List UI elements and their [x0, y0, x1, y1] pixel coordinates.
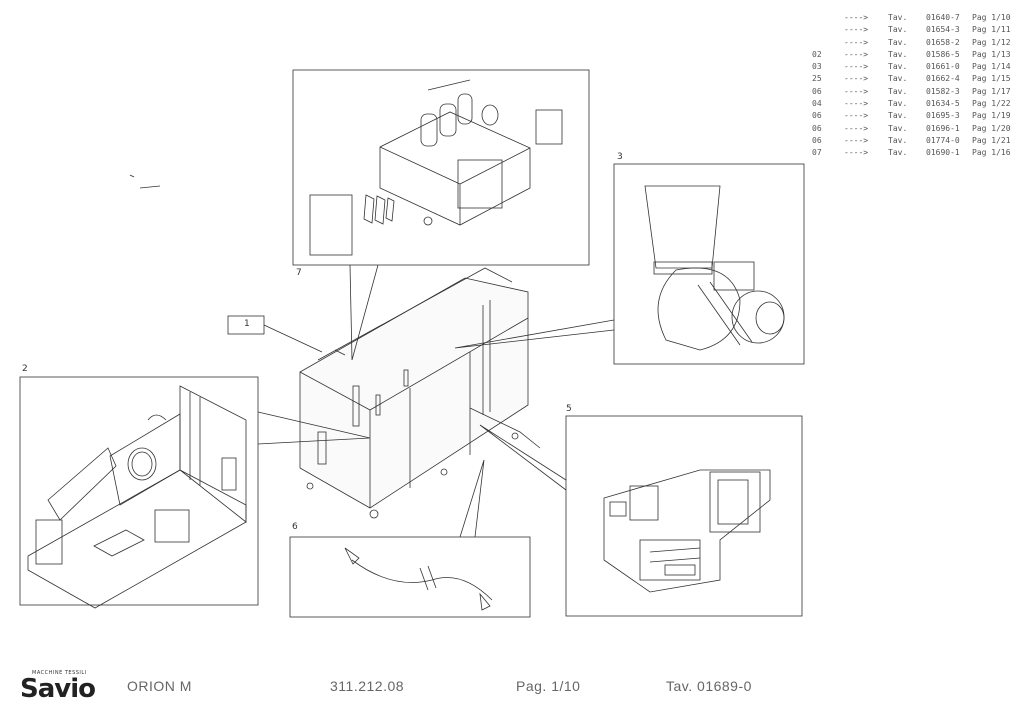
model-name: ORION M: [127, 678, 192, 694]
ref-code: 01695-3: [926, 111, 960, 121]
reference-row: 06 ----> Tav. 01695-3 Pag 1/19: [812, 110, 1022, 122]
ref-code: 01661-0: [926, 62, 960, 72]
ref-tav: Tav.: [888, 74, 908, 84]
ref-arrow: ---->: [844, 123, 869, 133]
callout-7: 7: [296, 268, 302, 278]
ref-code: 01640-7: [926, 13, 960, 22]
detail-box-3: [454, 163, 805, 365]
ref-arrow: ---->: [844, 135, 869, 145]
callout-6: 6: [292, 522, 298, 532]
ref-page: Pag 1/17: [972, 86, 1011, 96]
callout-2: 2: [22, 364, 28, 374]
reference-row: 06 ----> Tav. 01774-0 Pag 1/21: [812, 135, 1022, 147]
ref-tav: Tav.: [888, 111, 908, 121]
callout-3: 3: [617, 152, 623, 162]
ref-page: Pag 1/13: [972, 49, 1011, 59]
reference-row: 06 ----> Tav. 01696-1 Pag 1/20: [812, 123, 1022, 135]
ref-tav: Tav.: [888, 37, 908, 47]
ref-page: Pag 1/19: [972, 111, 1011, 121]
ref-num: [812, 37, 844, 49]
ref-page: Pag 1/21: [972, 135, 1011, 145]
table-reference: Tav. 01689-0: [666, 678, 752, 694]
callout-1: 1: [244, 319, 250, 329]
ref-arrow: ---->: [844, 37, 869, 47]
ref-tav: Tav.: [888, 49, 908, 59]
detail-box-2: [19, 376, 371, 609]
ref-page: Pag 1/11: [972, 25, 1011, 35]
ref-code: 01586-5: [926, 49, 960, 59]
ref-code: 01662-4: [926, 74, 960, 84]
ref-page: Pag 1/10: [972, 13, 1011, 22]
ref-tav: Tav.: [888, 135, 908, 145]
main-cabinet: [299, 267, 529, 519]
ref-num: 25: [812, 74, 822, 84]
ref-num: 02: [812, 49, 822, 59]
ref-arrow: ---->: [844, 148, 869, 158]
ref-code: 01582-3: [926, 86, 960, 96]
logo-tagline: MACCHINE TESSILI: [32, 670, 87, 676]
ref-num: 06: [812, 135, 822, 145]
reference-row: ----> Tav. 01640-7 Pag 1/10: [812, 12, 1022, 24]
ref-tav: Tav.: [888, 99, 908, 109]
callout-5: 5: [566, 404, 572, 414]
ref-arrow: ---->: [844, 111, 869, 121]
ref-num: 06: [812, 123, 822, 133]
detail-box-5: [469, 407, 803, 617]
ref-arrow: ---->: [844, 62, 869, 72]
ref-page: Pag 1/20: [972, 123, 1011, 133]
ref-tav: Tav.: [888, 25, 908, 35]
ref-tav: Tav.: [888, 86, 908, 96]
drawing-number: 311.212.08: [330, 678, 405, 694]
ref-page: Pag 1/22: [972, 99, 1011, 109]
page-number: Pag. 1/10: [516, 678, 581, 694]
reference-row: ----> Tav. 01654-3 Pag 1/11: [812, 24, 1022, 36]
ref-arrow: ---->: [844, 13, 869, 22]
ref-num: 03: [812, 62, 822, 72]
logo-wordmark: Savio: [20, 674, 96, 704]
title-block: MACCHINE TESSILI Savio ORION M 311.212.0…: [0, 670, 1024, 706]
ref-page: Pag 1/12: [972, 37, 1011, 47]
reference-row: ----> Tav. 01658-2 Pag 1/12: [812, 37, 1022, 49]
ref-code: 01696-1: [926, 123, 960, 133]
ref-arrow: ---->: [844, 74, 869, 84]
ref-num: 06: [812, 86, 822, 96]
ref-code: 01654-3: [926, 25, 960, 35]
ref-num: 06: [812, 111, 822, 121]
ref-code: 01690-1: [926, 148, 960, 158]
ref-num: 04: [812, 99, 822, 109]
reference-row: 25 ----> Tav. 01662-4 Pag 1/15: [812, 73, 1022, 85]
ref-num: [812, 24, 844, 36]
ref-page: Pag 1/15: [972, 74, 1011, 84]
ref-tav: Tav.: [888, 62, 908, 72]
ref-code: 01658-2: [926, 37, 960, 47]
ref-tav: Tav.: [888, 148, 908, 158]
ref-num: [812, 12, 844, 24]
ref-tav: Tav.: [888, 123, 908, 133]
reference-row: 03 ----> Tav. 01661-0 Pag 1/14: [812, 61, 1022, 73]
ref-arrow: ---->: [844, 86, 869, 96]
ref-tav: Tav.: [888, 13, 908, 22]
detail-box-7: [292, 69, 590, 361]
ref-page: Pag 1/14: [972, 62, 1011, 72]
ref-code: 01634-5: [926, 99, 960, 109]
reference-row: 02 ----> Tav. 01586-5 Pag 1/13: [812, 49, 1022, 61]
ref-num: 07: [812, 148, 822, 158]
reference-row: 06 ----> Tav. 01582-3 Pag 1/17: [812, 86, 1022, 98]
ref-page: Pag 1/16: [972, 148, 1011, 158]
ref-arrow: ---->: [844, 49, 869, 59]
detail-box-6: [289, 459, 531, 618]
reference-row: 04 ----> Tav. 01634-5 Pag 1/22: [812, 98, 1022, 110]
reference-table: ----> Tav. 01640-7 Pag 1/10 ----> Tav. 01654-3…: [812, 12, 1022, 160]
ref-arrow: ---->: [844, 99, 869, 109]
ref-code: 01774-0: [926, 135, 960, 145]
reference-row: 07 ----> Tav. 01690-1 Pag 1/16: [812, 147, 1022, 159]
ref-arrow: ---->: [844, 25, 869, 35]
